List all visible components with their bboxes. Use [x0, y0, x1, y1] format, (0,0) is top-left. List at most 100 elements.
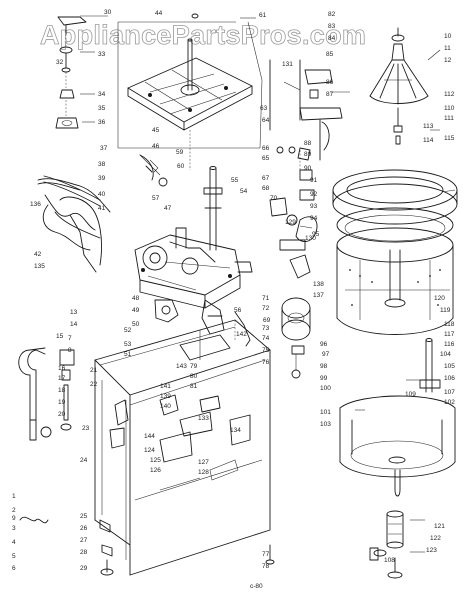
part-callout-73: 73 — [262, 325, 270, 332]
part-callout-117: 117 — [444, 331, 455, 338]
diagram-ref: 44 — [155, 10, 163, 17]
part-callout-16: 16 — [58, 365, 66, 372]
part-callout-22: 22 — [90, 381, 98, 388]
part-callout-81: 81 — [190, 383, 198, 390]
pump-and-hose — [43, 154, 251, 347]
part-callout-113: 113 — [423, 123, 434, 130]
part-callout-61: 61 — [259, 12, 267, 19]
part-callout-111: 111 — [444, 115, 454, 122]
part-callout-123: 123 — [426, 547, 437, 554]
part-callout-15: 15 — [56, 333, 64, 340]
spin-basket — [336, 227, 454, 335]
part-callout-128: 128 — [198, 469, 209, 476]
agitator-shaft — [139, 154, 223, 251]
part-callout-40: 40 — [98, 191, 106, 198]
part-callout-48: 48 — [132, 295, 140, 302]
part-callout-39: 39 — [98, 175, 106, 182]
washer-cabinet — [94, 319, 275, 576]
part-callout-76: 76 — [262, 359, 270, 366]
part-callout-3: 3 — [12, 525, 16, 532]
callout-layer: 3033323435363738394041421364546474849505… — [12, 9, 455, 572]
part-callout-60: 60 — [177, 163, 185, 170]
tub-ring — [332, 169, 458, 243]
part-callout-1: 1 — [12, 493, 16, 500]
part-callout-124: 124 — [144, 447, 155, 454]
part-callout-118: 118 — [444, 321, 455, 328]
part-callout-37: 37 — [100, 145, 108, 152]
part-callout-8: 8 — [68, 347, 72, 354]
part-callout-36: 36 — [98, 119, 106, 126]
part-callout-93: 93 — [310, 203, 318, 210]
part-callout-57: 57 — [152, 195, 160, 202]
part-callout-97: 97 — [322, 351, 330, 358]
part-callout-77: 77 — [262, 551, 270, 558]
part-callout-106: 106 — [444, 375, 455, 382]
part-callout-63: 63 — [260, 105, 268, 112]
wiring-harness — [37, 178, 111, 273]
part-callout-54: 54 — [240, 188, 248, 195]
part-callout-126: 126 — [150, 467, 161, 474]
part-callout-11: 11 — [444, 45, 451, 52]
part-callout-78: 78 — [262, 563, 270, 570]
part-callout-96: 96 — [320, 341, 328, 348]
part-callout-24: 24 — [80, 457, 88, 464]
part-callout-83: 83 — [328, 23, 336, 30]
part-callout-65: 65 — [262, 155, 270, 162]
part-callout-85: 85 — [326, 51, 334, 58]
part-callout-5: 5 — [12, 553, 16, 560]
part-callout-66: 66 — [262, 145, 270, 152]
part-callout-74: 74 — [262, 335, 270, 342]
part-callout-32: 32 — [56, 59, 64, 66]
part-callout-29: 29 — [80, 565, 88, 572]
part-callout-55: 55 — [231, 177, 239, 184]
part-callout-21: 21 — [90, 367, 98, 374]
part-callout-139: 139 — [160, 393, 171, 400]
part-callout-90: 90 — [304, 165, 312, 172]
part-callout-129: 129 — [285, 219, 296, 226]
part-callout-134: 134 — [230, 427, 241, 434]
part-callout-82: 82 — [328, 11, 336, 18]
part-callout-45: 45 — [152, 127, 160, 134]
part-callout-30: 30 — [104, 9, 112, 16]
part-callout-33: 33 — [98, 51, 106, 58]
transmission-mount-plate: 44 — [117, 10, 263, 170]
part-callout-59: 59 — [176, 149, 184, 156]
part-callout-51: 51 — [124, 351, 132, 358]
agitator — [369, 27, 429, 145]
part-callout-6: 6 — [12, 565, 16, 572]
part-callout-2: 2 — [12, 507, 16, 514]
drain-shaft-parts — [369, 510, 404, 579]
part-callout-100: 100 — [320, 385, 331, 392]
part-callout-68: 68 — [262, 185, 270, 192]
part-callout-112: 112 — [444, 91, 455, 98]
part-callout-23: 23 — [82, 425, 90, 432]
part-callout-122: 122 — [430, 535, 441, 542]
part-callout-131: 131 — [282, 61, 293, 68]
watermark: AppliancePartsPros.com — [40, 20, 366, 50]
part-callout-130: 130 — [305, 235, 316, 242]
part-callout-17: 17 — [58, 375, 66, 382]
fill-hose — [18, 347, 75, 524]
part-callout-140: 140 — [160, 403, 171, 410]
part-callout-49: 49 — [132, 307, 140, 314]
part-callout-101: 101 — [320, 409, 331, 416]
part-callout-20: 20 — [58, 411, 66, 418]
part-callout-18: 18 — [58, 387, 66, 394]
part-callout-35: 35 — [98, 105, 106, 112]
part-callout-121: 121 — [434, 523, 445, 530]
part-callout-99: 99 — [320, 375, 328, 382]
part-callout-98: 98 — [320, 363, 328, 370]
part-callout-26: 26 — [80, 525, 88, 532]
part-callout-34: 34 — [98, 91, 106, 98]
part-callout-79: 79 — [190, 363, 198, 370]
part-callout-105: 105 — [444, 363, 455, 370]
part-callout-50: 50 — [132, 321, 140, 328]
part-callout-125: 125 — [150, 457, 161, 464]
part-callout-136: 136 — [30, 201, 41, 208]
part-callout-75: 75 — [262, 347, 270, 354]
part-callout-119: 119 — [440, 307, 451, 314]
part-callout-88: 88 — [304, 140, 312, 147]
part-callout-142: 142 — [236, 331, 247, 338]
part-callout-52: 52 — [124, 327, 132, 334]
part-callout-133: 133 — [198, 415, 209, 422]
